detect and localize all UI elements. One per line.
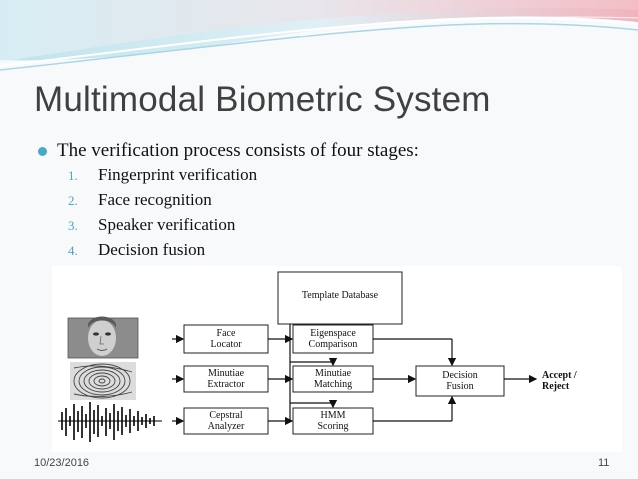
eigenspace-line1: Eigenspace (310, 328, 356, 339)
face-locator-line1: Face (216, 328, 236, 339)
list-text: Face recognition (98, 190, 212, 209)
list-number: 4. (68, 243, 78, 258)
minutiae-matching-label: Minutiae Matching (293, 368, 373, 390)
speech-waveform-icon (58, 402, 162, 442)
cepstral-line1: Cepstral (209, 410, 243, 421)
minutiae-extractor-line2: Extractor (207, 379, 245, 390)
diagram-lines (58, 271, 538, 442)
face-locator-line2: Locator (210, 339, 242, 350)
slide-title: Multimodal Biometric System (34, 80, 491, 119)
hmm-line1: HMM (320, 410, 346, 421)
list-text: Fingerprint verification (98, 165, 258, 184)
face-photo-icon (67, 316, 139, 359)
bullet-dot-icon (38, 146, 47, 156)
output-label: Accept / Reject (542, 370, 577, 392)
list-item: 2. Face recognition (68, 190, 257, 215)
output-line1: Accept / (542, 370, 577, 381)
footer-date: 10/23/2016 (34, 457, 90, 469)
list-text: Decision fusion (98, 240, 206, 259)
list-number: 2. (68, 193, 78, 208)
hmm-label: HMM Scoring (293, 410, 373, 432)
eigenspace-line2: Comparison (308, 339, 358, 350)
template-db-label: Template Database (301, 290, 379, 301)
output-line2: Reject (542, 381, 570, 392)
list-item: 4. Decision fusion (68, 240, 257, 265)
header-banner (0, 0, 638, 80)
eigenspace-label: Eigenspace Comparison (293, 328, 373, 350)
decision-fusion-line1: Decision (442, 370, 478, 381)
minutiae-extractor-line1: Minutiae (207, 368, 245, 379)
numbered-list: 1. Fingerprint verification 2. Face reco… (68, 165, 257, 265)
cepstral-label: Cepstral Analyzer (184, 410, 268, 432)
fingerprint-image-icon (70, 362, 136, 400)
system-diagram: Template Database Face Locator Eigenspac… (52, 266, 622, 452)
minutiae-matching-line2: Matching (313, 379, 353, 390)
decision-fusion-line2: Fusion (446, 381, 474, 392)
decision-fusion-label: Decision Fusion (416, 370, 504, 392)
list-item: 3. Speaker verification (68, 215, 257, 240)
face-locator-label: Face Locator (184, 328, 268, 350)
minutiae-extractor-label: Minutiae Extractor (184, 368, 268, 390)
bullet-item: The verification process consists of fou… (38, 140, 419, 162)
cepstral-line2: Analyzer (207, 421, 245, 432)
minutiae-matching-line1: Minutiae (314, 368, 352, 379)
bullet-text: The verification process consists of fou… (57, 140, 419, 161)
list-text: Speaker verification (98, 215, 236, 234)
list-number: 1. (68, 168, 78, 183)
hmm-line2: Scoring (317, 421, 349, 432)
template-db-box (277, 271, 403, 325)
page-number: 11 (598, 457, 610, 469)
list-number: 3. (68, 218, 78, 233)
list-item: 1. Fingerprint verification (68, 165, 257, 190)
